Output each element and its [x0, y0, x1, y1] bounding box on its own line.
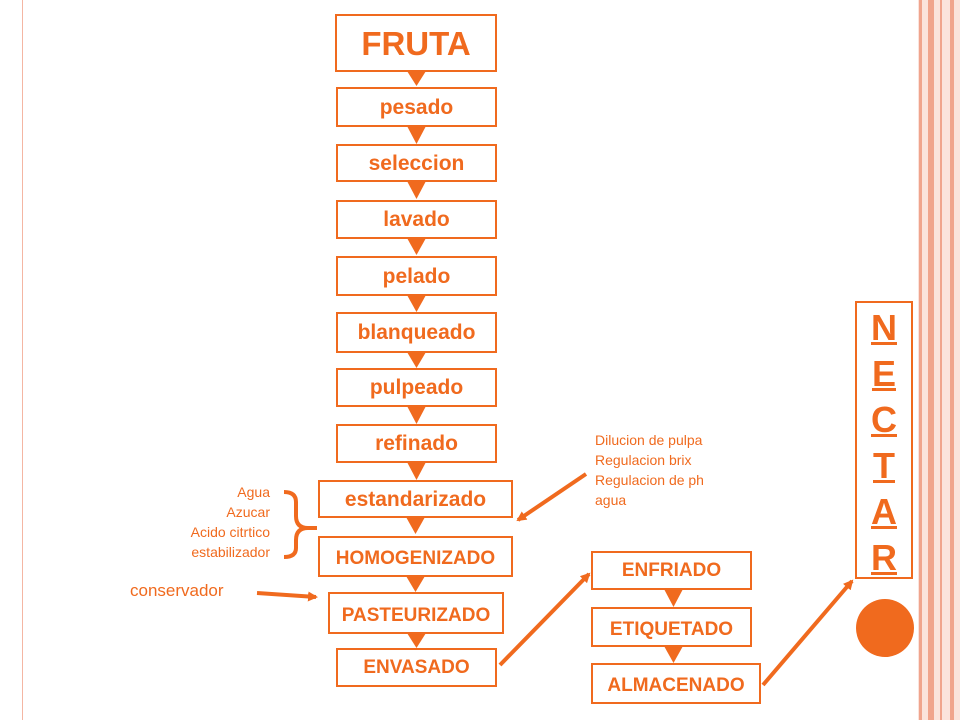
standardization-item: agua [595, 492, 627, 508]
step-estandarizado: estandarizado [318, 480, 513, 518]
standardization-item: Regulacion de ph [595, 472, 704, 488]
step-homogenizado: HOMOGENIZADO [318, 536, 513, 577]
additives-brace [283, 490, 309, 559]
standardization-notes: Dilucion de pulpa Regulacion brix Regula… [595, 430, 765, 510]
step-pelado: pelado [336, 256, 497, 296]
step-fruta: FRUTA [335, 14, 497, 72]
decor-stripe [940, 0, 942, 720]
nectar-letter: C [871, 399, 897, 440]
additive-item: estabilizador [191, 544, 270, 560]
nectar-letter: T [873, 445, 895, 486]
step-lavado: lavado [336, 200, 497, 239]
conservador-label: conservador [130, 581, 224, 600]
nectar-product-box: N E C T A R [855, 301, 913, 579]
decor-stripe [928, 0, 934, 720]
decor-circle [856, 599, 914, 657]
additives-list: Agua Azucar Acido citrtico estabilizador [150, 482, 270, 562]
nectar-letter: A [871, 491, 897, 532]
step-envasado: ENVASADO [336, 648, 497, 687]
step-etiquetado-label: ETIQUETADO [609, 619, 734, 640]
standardization-item: Regulacion brix [595, 452, 692, 468]
step-almacenado: ALMACENADO [591, 663, 761, 704]
nectar-letter: E [871, 353, 896, 394]
step-pasteurizado-label: PASTEURIZADO [341, 605, 491, 626]
conservador-arrow [256, 591, 318, 602]
standardization-item: Dilucion de pulpa [595, 432, 703, 448]
decor-stripe [950, 0, 954, 720]
envasado-to-enfriado-arrow [498, 572, 591, 667]
additive-item: Azucar [226, 504, 270, 520]
step-refinado: refinado [336, 424, 497, 463]
decor-stripe [919, 0, 922, 720]
left-margin-rule [22, 0, 23, 720]
additive-item: Agua [237, 484, 270, 500]
step-blanqueado: blanqueado [336, 312, 497, 353]
step-pesado: pesado [336, 87, 497, 127]
step-almacenado-label: ALMACENADO [607, 675, 745, 696]
step-enfriado: ENFRIADO [591, 551, 752, 590]
nectar-letter: N [871, 307, 897, 348]
step-etiquetado: ETIQUETADO [591, 607, 752, 647]
nectar-letter: R [871, 537, 897, 578]
additive-item: Acido citrtico [190, 524, 270, 540]
step-pulpeado: pulpeado [336, 368, 497, 407]
almacenado-to-nectar-arrow [761, 579, 854, 687]
flow-triangles [406, 71, 683, 663]
standardization-arrow [516, 472, 588, 522]
step-pasteurizado: PASTEURIZADO [328, 592, 504, 634]
step-seleccion: seleccion [336, 144, 497, 182]
step-homogenizado-label: HOMOGENIZADO [335, 548, 496, 569]
